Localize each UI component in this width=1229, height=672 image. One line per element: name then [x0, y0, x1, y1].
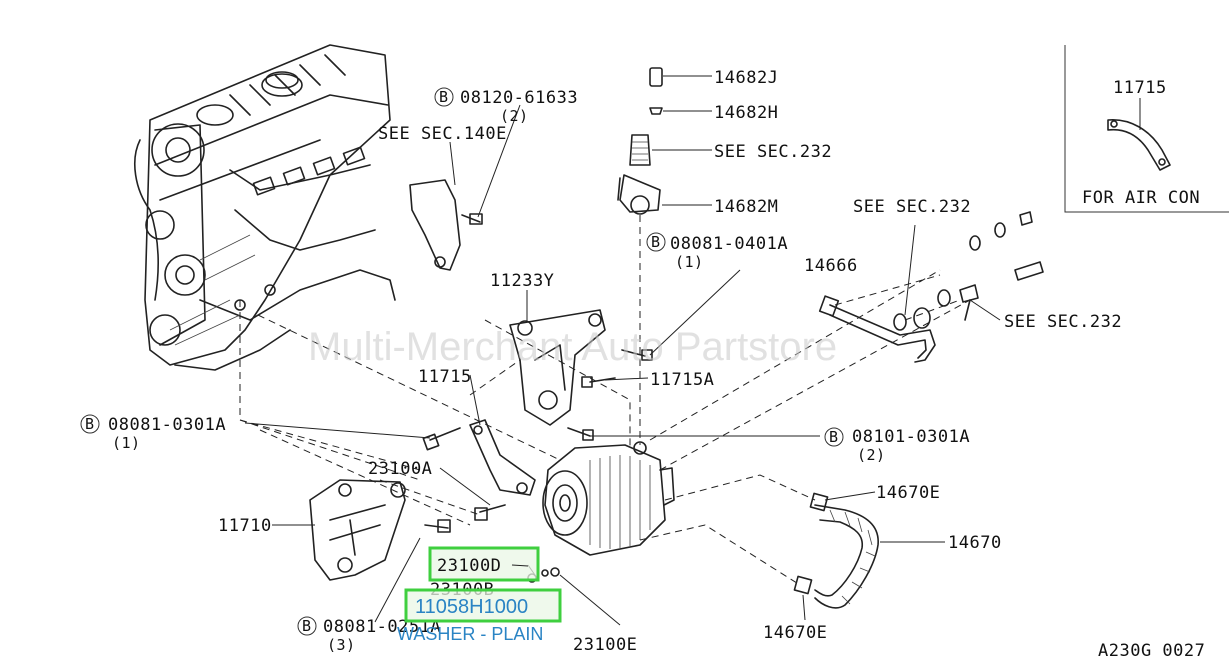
label-08081-0401a[interactable]: 08081-0401A	[670, 234, 788, 254]
sensor-assembly	[617, 67, 663, 215]
label-14682j[interactable]: 14682J	[714, 68, 778, 88]
svg-text:B: B	[85, 415, 95, 433]
svg-text:B: B	[829, 428, 839, 446]
svg-text:B: B	[439, 88, 449, 106]
label-14666[interactable]: 14666	[804, 256, 858, 276]
label-08101-0301a[interactable]: 08101-0301A	[852, 427, 970, 447]
label-see-sec-140e[interactable]: SEE SEC.140E	[378, 124, 507, 144]
label-see-sec-232[interactable]: SEE SEC.232	[853, 197, 971, 217]
label-qty: (1)	[112, 434, 141, 452]
inset-air-con: 11715 FOR AIR CON	[1064, 45, 1229, 213]
circled-b-marker: B	[297, 616, 317, 636]
engine-block	[134, 44, 396, 371]
tube-14666	[818, 211, 1044, 363]
highlight-box-23100d[interactable]	[428, 546, 540, 582]
label-08081-0301a[interactable]: 08081-0301A	[108, 415, 226, 435]
label-see-sec-232[interactable]: SEE SEC.232	[714, 142, 832, 162]
label-qty: (2)	[500, 107, 529, 125]
circled-b-marker: B	[824, 427, 844, 447]
highlight-description: WASHER - PLAIN	[397, 624, 543, 644]
label-11710[interactable]: 11710	[218, 516, 272, 536]
inset-caption: FOR AIR CON	[1082, 188, 1200, 208]
inset-part-number: 11715	[1113, 78, 1167, 98]
circled-b-marker: B	[434, 87, 454, 107]
bracket-11710	[309, 479, 406, 581]
label-11233y[interactable]: 11233Y	[490, 271, 554, 291]
label-qty: (2)	[857, 446, 886, 464]
label-14682m[interactable]: 14682M	[714, 197, 778, 217]
label-23100e[interactable]: 23100E	[573, 635, 637, 655]
highlight-part-number[interactable]: 11058H1000	[415, 596, 528, 618]
label-14670e[interactable]: 14670E	[876, 483, 940, 503]
bracket-11233y	[509, 309, 606, 426]
diagram-code: A230G 0027	[1098, 641, 1205, 661]
svg-text:B: B	[302, 617, 312, 635]
label-23100d[interactable]: 23100D	[437, 556, 501, 576]
label-14670e[interactable]: 14670E	[763, 623, 827, 643]
svg-text:B: B	[651, 233, 661, 251]
label-qty: (3)	[327, 636, 356, 654]
label-23100a[interactable]: 23100A	[368, 459, 432, 479]
adjusting-bar-11715	[469, 419, 536, 496]
label-see-sec-232[interactable]: SEE SEC.232	[1004, 312, 1122, 332]
circled-b-marker: B	[646, 232, 666, 252]
label-14682h[interactable]: 14682H	[714, 103, 778, 123]
engine-mount-bracket	[409, 179, 461, 271]
watermark: Multi-Merchant Auto Partstore	[308, 325, 837, 369]
label-11715[interactable]: 11715	[418, 367, 472, 387]
hose-14670	[814, 504, 879, 609]
alternator	[542, 441, 675, 556]
label-08120-61633[interactable]: 08120-61633	[460, 88, 578, 108]
label-11715a[interactable]: 11715A	[650, 370, 714, 390]
label-qty: (1)	[675, 253, 704, 271]
label-14670[interactable]: 14670	[948, 533, 1002, 553]
highlight-box-part-number[interactable]	[404, 588, 562, 623]
circled-b-marker: B	[80, 414, 100, 434]
